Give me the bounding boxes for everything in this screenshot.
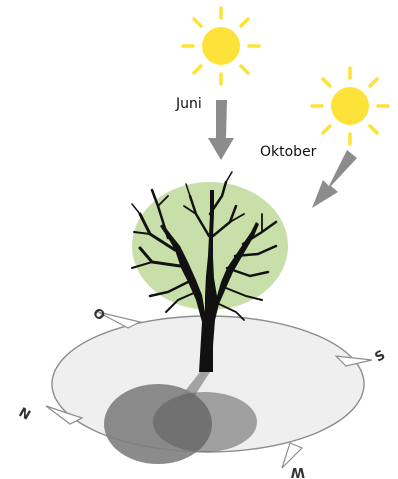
- label-october: Oktober: [260, 144, 317, 160]
- sun-october-icon: [312, 68, 388, 144]
- compass-west-label: W: [291, 464, 305, 479]
- sunray-arrow-october: [312, 150, 357, 208]
- compass-south-label: S: [373, 348, 389, 366]
- shadow-crown-june: [153, 392, 257, 452]
- compass-east-label: O: [89, 306, 107, 325]
- compass-north-label: N: [17, 403, 34, 421]
- sunray-arrow-june: [208, 100, 234, 160]
- label-june: Juni: [175, 96, 202, 112]
- sun-june-icon: [183, 8, 259, 84]
